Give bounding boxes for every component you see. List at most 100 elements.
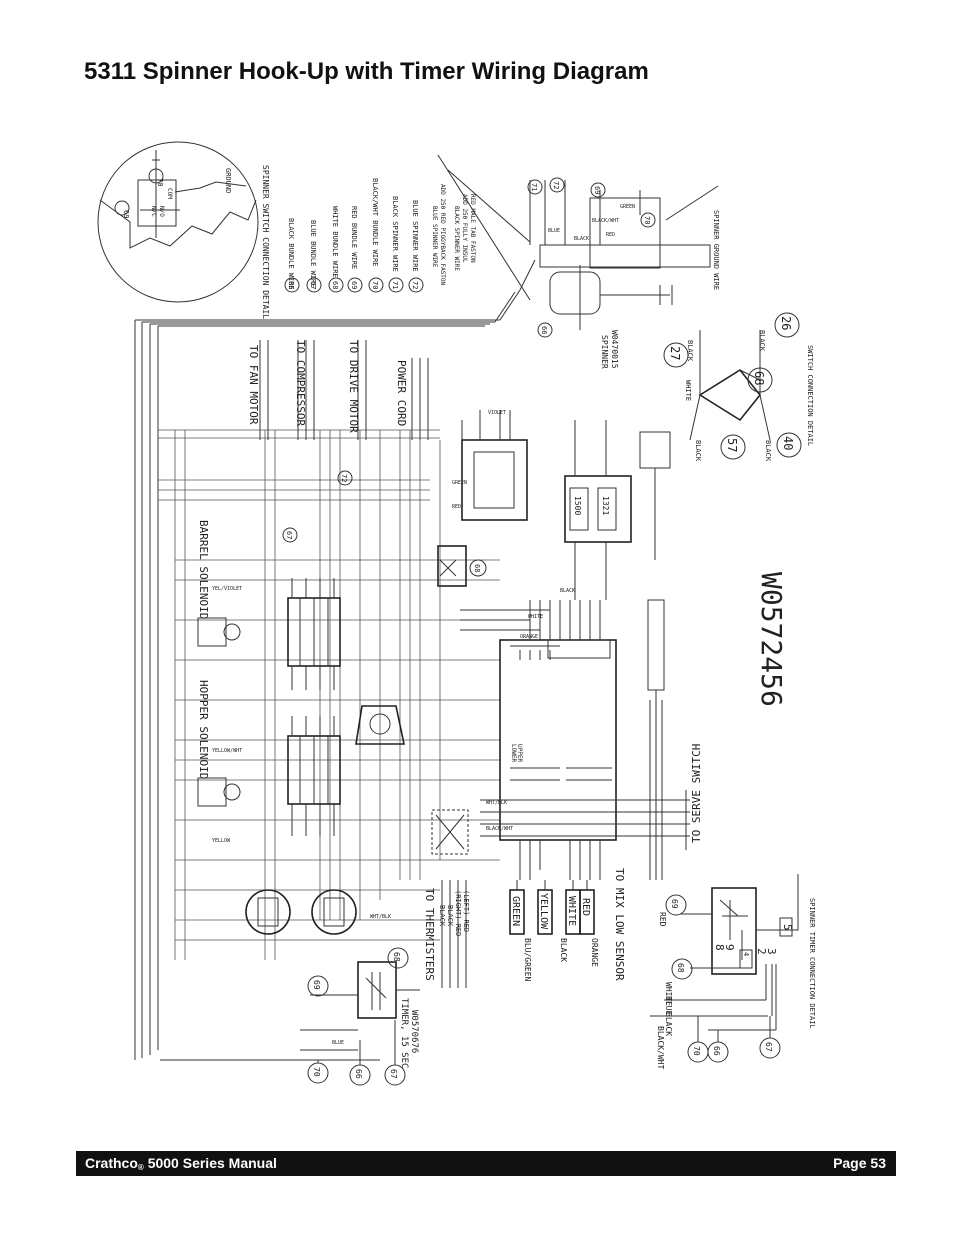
switch-num-40: 40 (781, 436, 795, 450)
spinner-num-70: 70 (643, 216, 651, 224)
connector-67: 67 (285, 531, 293, 539)
wire-label-yellowwht: YELLOW/WHT (212, 748, 242, 754)
label-barrel-solenoid: BARREL SOLENOID (197, 520, 210, 619)
legend-text-71: BLACK SPINNER WIRE (391, 196, 399, 272)
wire-label-blue: BLUE (332, 1040, 344, 1046)
component-1500: 1500 (573, 496, 582, 515)
timer-label: TIMER, 15 SEC (399, 998, 409, 1068)
timer-detail-num-70: 70 (692, 1046, 701, 1056)
label-power-cord: POWER CORD (395, 360, 408, 426)
wire-label-whtblk: WHT/BLK (486, 800, 507, 806)
label-mix-sensor: TO MIX LOW SENSOR (613, 868, 626, 981)
label-fan-motor: TO FAN MOTOR (247, 345, 260, 425)
timer-terminal-4: 4 (742, 952, 750, 956)
wire-label-violet: VIOLET (488, 410, 506, 416)
connector-72: 72 (340, 474, 348, 482)
timer-terminal-8: 8 (713, 944, 726, 951)
page-title: 5311 Spinner Hook-Up with Timer Wiring D… (84, 58, 649, 85)
timer-terminal-5: 5 (781, 924, 794, 931)
legend-text-72: BLUE SPINNER WIRE (411, 200, 419, 272)
inset-label-69: 69 (122, 210, 130, 218)
wire-label-orange: ORANGE (520, 634, 538, 640)
spinner-label: SPINNER (600, 335, 609, 369)
legend-num-69: 69 (350, 281, 358, 289)
timer-detail-num-67: 67 (764, 1042, 773, 1052)
timer-num-66: 66 (354, 1069, 363, 1079)
wire-legend: 66 67 68 69 70 71 72 BLACK BUNDLE WIRE B… (284, 178, 424, 293)
switch-detail-title: SWITCH CONNECTION DETAIL (806, 345, 814, 446)
timer-wire-blackwht: BLACK/WHT (656, 1026, 665, 1070)
timer-detail-num-69: 69 (670, 899, 679, 909)
timer-num-67: 67 (389, 1069, 398, 1079)
sensor-white: WHITE (566, 896, 577, 926)
wire-label-green: GREEN (452, 480, 467, 486)
sensor-red: RED (580, 898, 591, 916)
main-schematic: 72 67 TO FAN MOTOR TO COMPRESSOR TO DRIV… (134, 259, 703, 1086)
footer-brand: Crathco (85, 1155, 138, 1171)
switch-wire-black-1: BLACK (686, 340, 694, 362)
board-upper: UPPER (516, 744, 523, 762)
footer-reg-mark: ® (137, 1163, 144, 1172)
switch-connection-detail: 27 26 68 57 40 BLACK BLACK WHITE BLACK B… (663, 312, 814, 462)
wire-label-red: RED (452, 504, 461, 510)
timer-num-69: 69 (312, 980, 321, 990)
inset-label-com: COM (166, 188, 173, 199)
timer-wire-white: WHITE (664, 982, 673, 1006)
legend-text-70: BLACK/WHT BUNDLE WIRE (371, 178, 379, 267)
inset-label-no: N/O (158, 206, 165, 217)
timer-wire-blue: BLUE (664, 996, 673, 1015)
sensor-wire-black: BLACK (559, 938, 568, 962)
timer-terminal-9: 9 (723, 944, 736, 951)
timer-part-number: W0570676 (409, 1010, 419, 1053)
drawing-number: W0572456 (755, 572, 788, 707)
wire-label-yellow: YELLOW (212, 838, 231, 844)
inset-title: SPINNER SWITCH CONNECTION DETAIL (261, 165, 270, 319)
wire-label-white: WHITE (528, 614, 543, 620)
top-wire-blue: BLUE (548, 228, 560, 234)
timer-terminal-2: 2 (755, 948, 768, 955)
component-1321: 1321 (601, 496, 610, 515)
switch-wire-black-3: BLACK (694, 440, 702, 462)
footer-page-number: Page 53 (833, 1155, 886, 1171)
sensor-yellow: YELLOW (538, 893, 549, 930)
spinner-num-69: 69 (593, 186, 601, 194)
wire-label-black: BLACK (560, 588, 575, 594)
legend-text-66: BLACK BUNDLE WIRE (287, 218, 295, 290)
spinner-num-71: 71 (530, 183, 538, 191)
legend-num-70: 70 (371, 281, 379, 289)
timer-wire-black: BLACK (664, 1012, 673, 1036)
spinner-note-1: ADD 250 RED PIGGYBACK FASTON (439, 184, 446, 286)
spinner-num-72: 72 (552, 181, 560, 189)
wire-label-yelviolet: YEL/VIOLET (212, 586, 242, 592)
switch-num-68: 68 (752, 371, 766, 385)
switch-num-57: 57 (725, 438, 739, 452)
switch-num-27: 27 (668, 346, 682, 360)
switch-num-26: 26 (779, 316, 793, 330)
legend-text-69: RED BUNDLE WIRE (350, 206, 358, 269)
label-drive-motor: TO DRIVE MOTOR (347, 340, 360, 433)
label-compressor: TO COMPRESSOR (294, 340, 307, 426)
spinner-assembly: 71 72 69 70 66 SPINNER W0470015 SPINNER … (527, 177, 720, 369)
timer-detail-num-66: 66 (712, 1046, 721, 1056)
spinner-note-4: RED MALE TAB FASTON (469, 194, 476, 263)
spinner-part-number: W0470015 (610, 330, 619, 369)
wire-label-whtblk-2: WHT/BLK (370, 914, 391, 920)
top-wire-green: GREEN (620, 204, 635, 210)
misc-wire-labels: VIOLET BLACK RED WHITE YELLOW ORANGE BLU… (212, 410, 575, 1046)
spinner-ground-label: SPINNER GROUND WIRE (712, 210, 720, 290)
inset-label-70: 70 (156, 178, 164, 186)
inset-label-ground: GROUND (224, 168, 232, 193)
board-lower: LOWER (510, 744, 517, 762)
spinner-notes: BLUE SPINNER WIRE ADD 250 RED PIGGYBACK … (431, 154, 531, 301)
label-hopper-solenoid: HOPPER SOLENOID (197, 680, 210, 779)
inset-label-nc: N/C (150, 206, 157, 217)
spinner-note-2: BLACK SPINNER WIRE (453, 206, 460, 271)
top-wire-blackwht: BLACK/WHT (592, 218, 619, 224)
relay-num-68: 68 (473, 564, 481, 572)
timer-num-70: 70 (312, 1067, 321, 1077)
legend-num-71: 71 (391, 281, 399, 289)
timer-wire-red: RED (658, 912, 667, 927)
switch-inset: 70 69 GROUND COM N/O N/C (97, 141, 259, 303)
legend-text-67: BLUE BUNDLE WIRE (309, 220, 317, 287)
timer-detail-title: SPINNER TIMER CONNECTION DETAIL (808, 898, 816, 1029)
